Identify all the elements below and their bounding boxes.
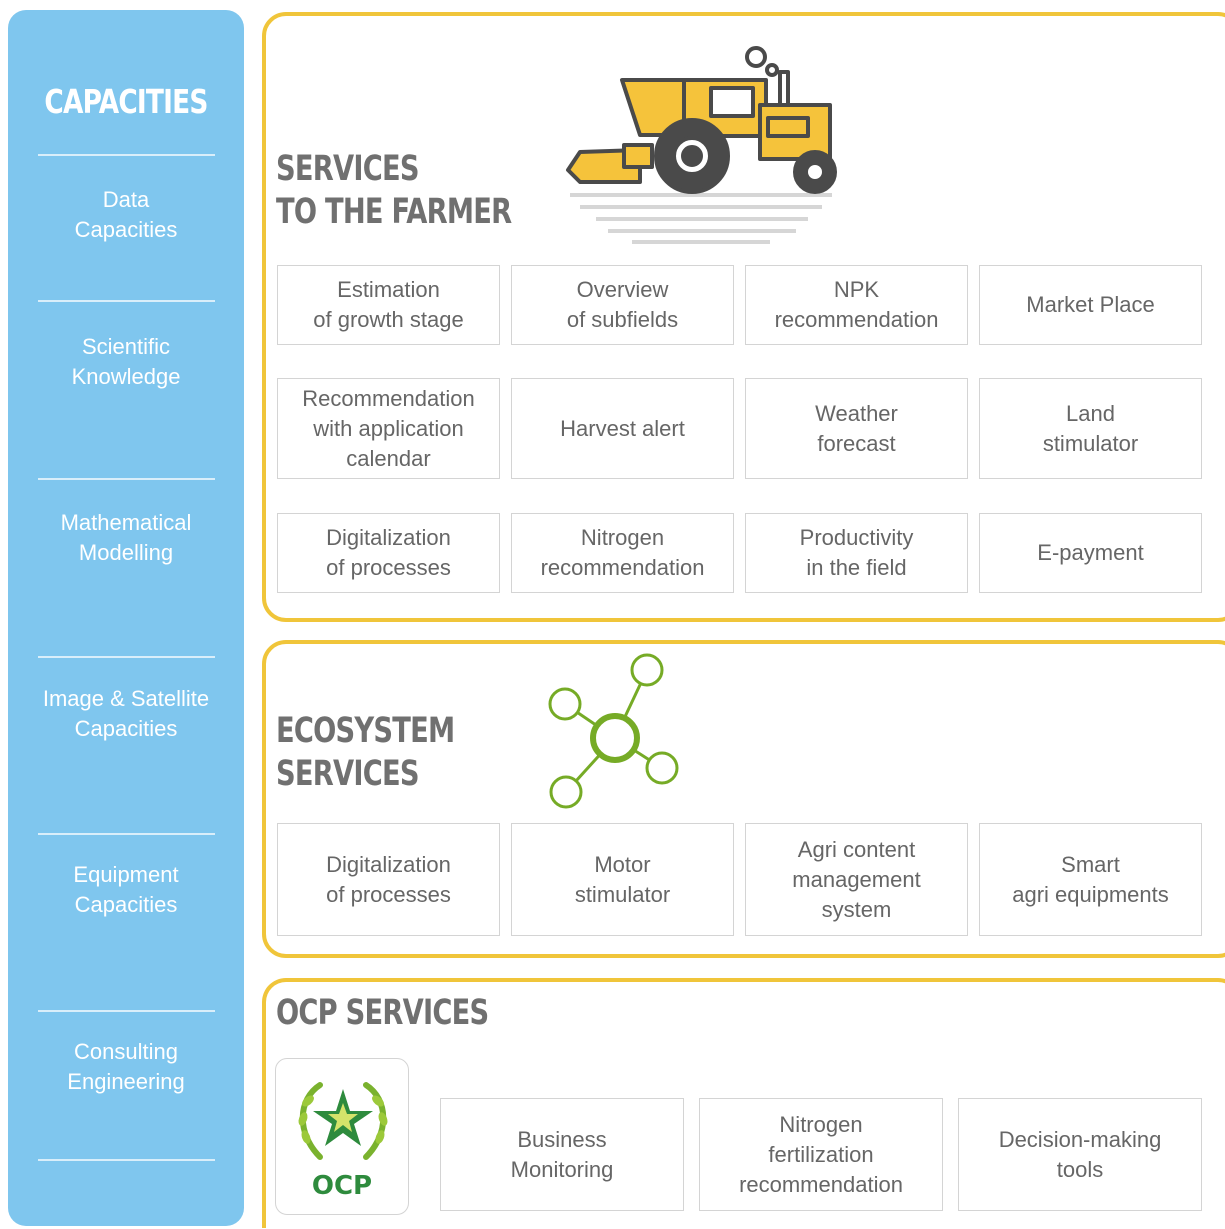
- sidebar-title: CAPACITIES: [44, 82, 208, 121]
- ocp-logo-text: OCP: [311, 1171, 373, 1201]
- sidebar-divider: [38, 154, 215, 156]
- sidebar-divider: [38, 656, 215, 658]
- sidebar-item-data-capacities: Data Capacities: [74, 187, 178, 242]
- farmer-panel-title: SERVICES TO THE FARMER: [276, 149, 512, 232]
- card-land-stimulator[interactable]: Land stimulator: [979, 378, 1202, 479]
- capacities-sidebar: CAPACITIES Data Capacities Scientific Kn…: [8, 10, 244, 1226]
- card-npk-recommendation[interactable]: NPK recommendation: [745, 265, 968, 345]
- sidebar-item-scientific-knowledge: Scientific Knowledge: [71, 334, 181, 389]
- sidebar-item-equipment-capacities: Equipment Capacities: [73, 862, 179, 917]
- sidebar-item-image-satellite: Image & Satellite Capacities: [42, 686, 210, 741]
- card-estimation-growth-stage[interactable]: Estimation of growth stage: [277, 265, 500, 345]
- sidebar-divider: [38, 833, 215, 835]
- card-agri-content-management[interactable]: Agri content management system: [745, 823, 968, 936]
- sidebar-item-consulting-engineering: Consulting Engineering: [67, 1039, 185, 1094]
- ocp-panel-title: OCP SERVICES: [276, 993, 489, 1033]
- network-icon: [548, 653, 679, 809]
- card-smart-agri-equipments[interactable]: Smart agri equipments: [979, 823, 1202, 936]
- ecosystem-panel-title: ECOSYSTEM SERVICES: [276, 711, 455, 794]
- card-e-payment[interactable]: E-payment: [979, 513, 1202, 593]
- card-business-monitoring[interactable]: Business Monitoring: [440, 1098, 684, 1211]
- harvester-icon: [566, 46, 837, 244]
- ocp-logo: OCP: [275, 1058, 409, 1215]
- card-weather-forecast[interactable]: Weather forecast: [745, 378, 968, 479]
- card-digitalization-processes[interactable]: Digitalization of processes: [277, 513, 500, 593]
- sidebar-divider: [38, 1010, 215, 1012]
- card-eco-digitalization-processes[interactable]: Digitalization of processes: [277, 823, 500, 936]
- sidebar-divider: [38, 1159, 215, 1161]
- card-motor-stimulator[interactable]: Motor stimulator: [511, 823, 734, 936]
- sidebar-divider: [38, 478, 215, 480]
- card-overview-subfields[interactable]: Overview of subfields: [511, 265, 734, 345]
- card-productivity-field[interactable]: Productivity in the field: [745, 513, 968, 593]
- card-decision-making-tools[interactable]: Decision-making tools: [958, 1098, 1202, 1211]
- card-harvest-alert[interactable]: Harvest alert: [511, 378, 734, 479]
- ocp-emblem-icon: [298, 1082, 388, 1160]
- card-nitrogen-fertilization[interactable]: Nitrogen fertilization recommendation: [699, 1098, 943, 1211]
- card-recommendation-calendar[interactable]: Recommendation with application calendar: [277, 378, 500, 479]
- card-market-place[interactable]: Market Place: [979, 265, 1202, 345]
- card-nitrogen-recommendation[interactable]: Nitrogen recommendation: [511, 513, 734, 593]
- sidebar-item-mathematical-modelling: Mathematical Modelling: [60, 510, 192, 565]
- sidebar-divider: [38, 300, 215, 302]
